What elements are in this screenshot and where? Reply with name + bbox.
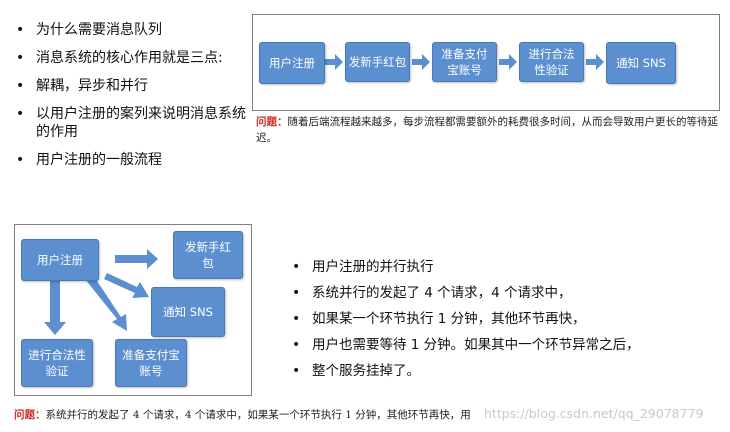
- bullet-item: 如果某一个环节执行 1 分钟，其他环节再快，: [290, 310, 640, 328]
- flow2-problem-note: 问题：系统并行的发起了 4 个请求，4 个请求中，如果某一个环节执行 1 分钟，…: [14, 407, 474, 423]
- flow2-box-redpacket: 发新手红包: [173, 231, 243, 279]
- flow2-box-verify: 进行合法性验证: [21, 339, 93, 387]
- arrow-to-redpacket: [115, 249, 158, 269]
- bullet-item: 用户也需要等待 1 分钟。如果其中一个环节异常之后，: [290, 336, 640, 354]
- arrow-4: [586, 54, 604, 70]
- problem-text: 随着后端流程越来越多，每步流程都需要额外的耗费很多时间，从而会导致用户更长的等待…: [256, 116, 718, 144]
- flow2-box-register: 用户注册: [21, 239, 99, 281]
- flow1-box-register: 用户注册: [259, 42, 325, 84]
- arrow-3: [499, 54, 517, 70]
- flow1-box-redpacket: 发新手红包: [345, 42, 410, 82]
- arrow-1: [325, 54, 343, 70]
- bullet-item: 解耦，异步和并行: [14, 77, 246, 95]
- bullet-item: 消息系统的核心作用就是三点:: [14, 49, 246, 67]
- flow-arrows: [325, 54, 604, 70]
- arrow-to-verify: [44, 279, 66, 335]
- bullet-item: 用户注册的并行执行: [290, 258, 640, 276]
- arrow-to-sns: [104, 273, 149, 298]
- flow1-box-verify: 进行合法性验证: [519, 42, 584, 82]
- arrow-to-alipay: [85, 275, 127, 331]
- flow2-box-alipay: 准备支付宝账号: [115, 339, 187, 387]
- arrow-2: [412, 54, 430, 70]
- top-bullet-list: 为什么需要消息队列 消息系统的核心作用就是三点: 解耦，异步和并行 以用户注册的…: [14, 21, 246, 179]
- bullet-item: 系统并行的发起了 4 个请求，4 个请求中，: [290, 284, 640, 302]
- flow1-box-alipay: 准备支付宝账号: [432, 42, 497, 82]
- problem-label: 问题：: [256, 116, 288, 128]
- parallel-arrows: [44, 249, 158, 335]
- parallel-flow-panel: 用户注册 发新手红包 通知 SNS 进行合法性验证 准备支付宝账号: [14, 224, 252, 396]
- bullet-item: 整个服务挂掉了。: [290, 362, 640, 380]
- problem-text: 系统并行的发起了 4 个请求，4 个请求中，如果某一个环节执行 1 分钟，其他环…: [45, 409, 471, 421]
- bullet-item: 用户注册的一般流程: [14, 151, 246, 169]
- flow1-problem-note: 问题：随着后端流程越来越多，每步流程都需要额外的耗费很多时间，从而会导致用户更长…: [256, 114, 726, 146]
- problem-label: 问题：: [14, 409, 46, 421]
- sequential-flow-panel: 用户注册 发新手红包 准备支付宝账号 进行合法性验证 通知 SNS: [252, 14, 720, 111]
- bottom-bullet-list: 用户注册的并行执行 系统并行的发起了 4 个请求，4 个请求中， 如果某一个环节…: [290, 258, 640, 388]
- flow1-box-sns: 通知 SNS: [606, 42, 676, 84]
- bullet-item: 以用户注册的案列来说明消息系统的作用: [14, 105, 246, 141]
- bullet-item: 为什么需要消息队列: [14, 21, 246, 39]
- flow2-box-sns: 通知 SNS: [151, 287, 225, 337]
- watermark: https://blog.csdn.net/qq_29078779: [484, 406, 704, 421]
